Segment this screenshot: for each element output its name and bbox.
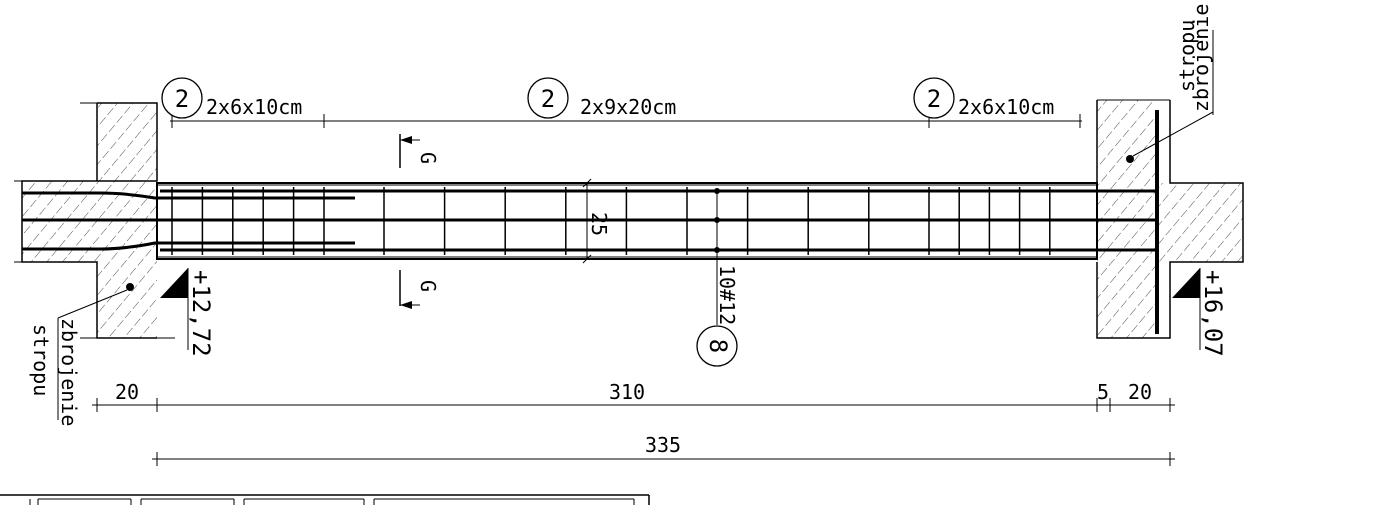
stirrup-label-mid: 2x9x20cm: [580, 95, 676, 119]
leader-left: [57, 289, 128, 319]
svg-text:+16,07: +16,07: [1199, 270, 1227, 357]
stirrup-label-right: 2x6x10cm: [958, 95, 1054, 119]
main-rebars: [22, 188, 1157, 325]
svg-text:zbrojenie: zbrojenie: [57, 318, 81, 426]
dim-gap: 5: [1097, 380, 1109, 404]
dim-support-left: 20: [115, 380, 139, 404]
svg-text:zbrojenie: zbrojenie: [1189, 4, 1213, 112]
svg-text:2: 2: [541, 85, 555, 113]
section-mark-bottom: G: [399, 270, 440, 309]
depth-dimension: 25: [582, 178, 611, 264]
svg-text:8: 8: [704, 339, 732, 353]
slab-bar-dot-left: [126, 283, 134, 291]
slab-label-right: zbrojenie stropu: [1175, 4, 1214, 115]
leader-right: [1132, 111, 1214, 157]
bar-mark-left: 2: [161, 77, 203, 119]
svg-text:stropu: stropu: [29, 324, 53, 396]
svg-text:2: 2: [175, 85, 189, 113]
svg-text:stropu: stropu: [1175, 20, 1199, 92]
bar-mark-right: 2: [913, 77, 955, 119]
bar-mark-8: [696, 325, 738, 367]
svg-text:G: G: [416, 280, 440, 292]
main-bar-label: 10#12 8: [696, 265, 739, 367]
stirrups: [171, 187, 1051, 255]
dim-support-right: 20: [1128, 380, 1152, 404]
bar-mark-mid: 2: [527, 77, 569, 119]
svg-text:25: 25: [587, 212, 611, 236]
table-edge: [0, 494, 650, 505]
svg-text:+12,72: +12,72: [187, 270, 215, 357]
dimension-total: 335: [152, 433, 1175, 466]
dim-clear-span: 310: [609, 380, 645, 404]
stirrup-label-left: 2x6x10cm: [206, 95, 302, 119]
stirrup-dimension: 2 2x6x10cm 2 2x9x20cm 2 2x6x10cm: [161, 77, 1082, 128]
section-mark-top: G: [399, 134, 440, 168]
level-mark-left: +12,72: [160, 268, 215, 357]
svg-text:335: 335: [645, 433, 681, 457]
svg-text:2: 2: [927, 85, 941, 113]
svg-text:10#12: 10#12: [715, 265, 739, 325]
slab-bar-dot-right: [1126, 155, 1134, 163]
svg-text:G: G: [416, 152, 440, 164]
slab-label-left: zbrojenie stropu: [29, 318, 81, 426]
dimension-chain: 20 310 5 20: [92, 380, 1175, 412]
level-mark-right: +16,07: [1172, 268, 1227, 357]
